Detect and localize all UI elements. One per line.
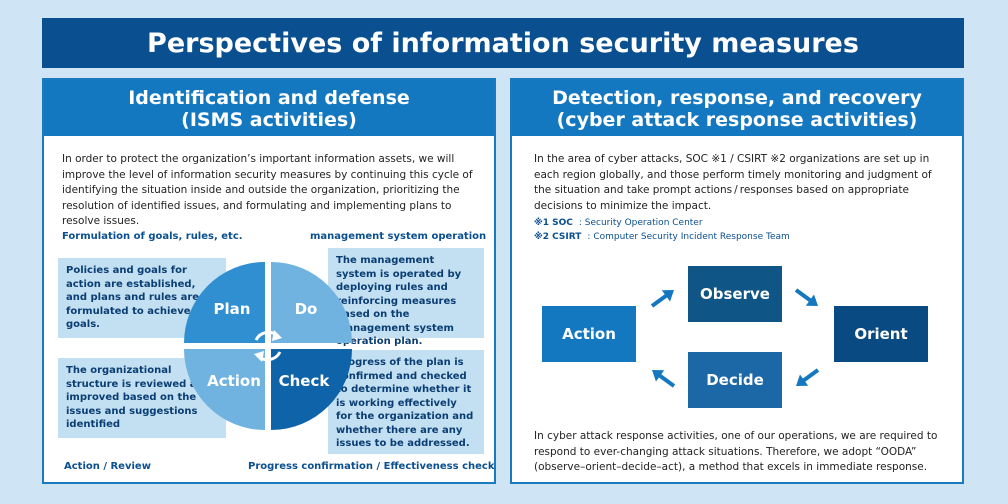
check-label: Check xyxy=(279,372,331,390)
do-quadrant xyxy=(271,262,352,343)
label-system-operation: management system operation xyxy=(310,231,487,242)
plan-quadrant xyxy=(184,262,265,343)
ooda-arrows xyxy=(650,288,820,388)
arrow-observe-to-orient-head xyxy=(805,294,818,306)
arrow-decide-to-action-head xyxy=(652,370,665,382)
label-progress-check: Progress confirmation / Effectiveness ch… xyxy=(248,461,495,472)
isms-panel: Identification and defense (ISMS activit… xyxy=(42,78,496,484)
csirt-note: ※2 CSIRT : Computer Security Incident Res… xyxy=(534,232,790,242)
soc-note: ※1 SOC : Security Operation Center xyxy=(534,218,703,228)
do-label: Do xyxy=(295,300,318,318)
plan-label: Plan xyxy=(214,300,251,318)
observe-node: Observe xyxy=(688,266,782,322)
cycle-arrowhead-bottom xyxy=(254,351,264,362)
check-description: Progress of the plan is confirmed and ch… xyxy=(328,350,484,454)
soc-note-key: ※1 SOC xyxy=(534,218,573,228)
cycle-arrowhead-top xyxy=(272,330,282,341)
orient-node: Orient xyxy=(834,306,928,362)
cyber-panel-heading: Detection, response, and recovery (cyber… xyxy=(512,80,962,136)
isms-intro: In order to protect the organization’s i… xyxy=(62,153,473,227)
pdca-cycle-diagram: Plan Do Action Check xyxy=(184,262,352,430)
check-quadrant xyxy=(271,349,352,430)
arrow-decide-to-action-icon xyxy=(656,372,676,388)
csirt-note-value: : Computer Security Incident Response Te… xyxy=(587,232,790,242)
cyber-heading-line2: (cyber attack response activities) xyxy=(556,109,918,131)
page-title: Perspectives of information security mea… xyxy=(42,18,964,68)
action-quadrant xyxy=(184,349,265,430)
csirt-note-key: ※2 CSIRT xyxy=(534,232,582,242)
soc-note-value: : Security Operation Center xyxy=(578,218,703,228)
decide-node: Decide xyxy=(688,352,782,408)
arrow-action-to-observe-head xyxy=(661,290,674,302)
action-label: Action xyxy=(207,372,261,390)
cyber-heading-line1: Detection, response, and recovery xyxy=(552,87,922,109)
isms-heading-line2: (ISMS activities) xyxy=(181,109,357,131)
cyber-footer: In cyber attack response activities, one… xyxy=(534,430,938,473)
do-description: The management system is operated by dep… xyxy=(328,248,484,347)
isms-panel-heading: Identification and defense (ISMS activit… xyxy=(44,80,494,136)
arrow-orient-to-decide-head xyxy=(796,374,809,386)
cyber-panel: Detection, response, and recovery (cyber… xyxy=(510,78,964,484)
action-node: Action xyxy=(542,306,636,362)
label-action-review: Action / Review xyxy=(64,461,151,472)
cyber-intro: In the area of cyber attacks, SOC ※1 / C… xyxy=(534,153,932,212)
arrow-action-to-observe-icon xyxy=(650,292,670,308)
arrow-orient-to-decide-icon xyxy=(800,368,820,384)
label-formulation: Formulation of goals, rules, etc. xyxy=(62,231,243,242)
arrow-observe-to-orient-icon xyxy=(794,288,814,304)
isms-heading-line1: Identification and defense xyxy=(128,87,410,109)
